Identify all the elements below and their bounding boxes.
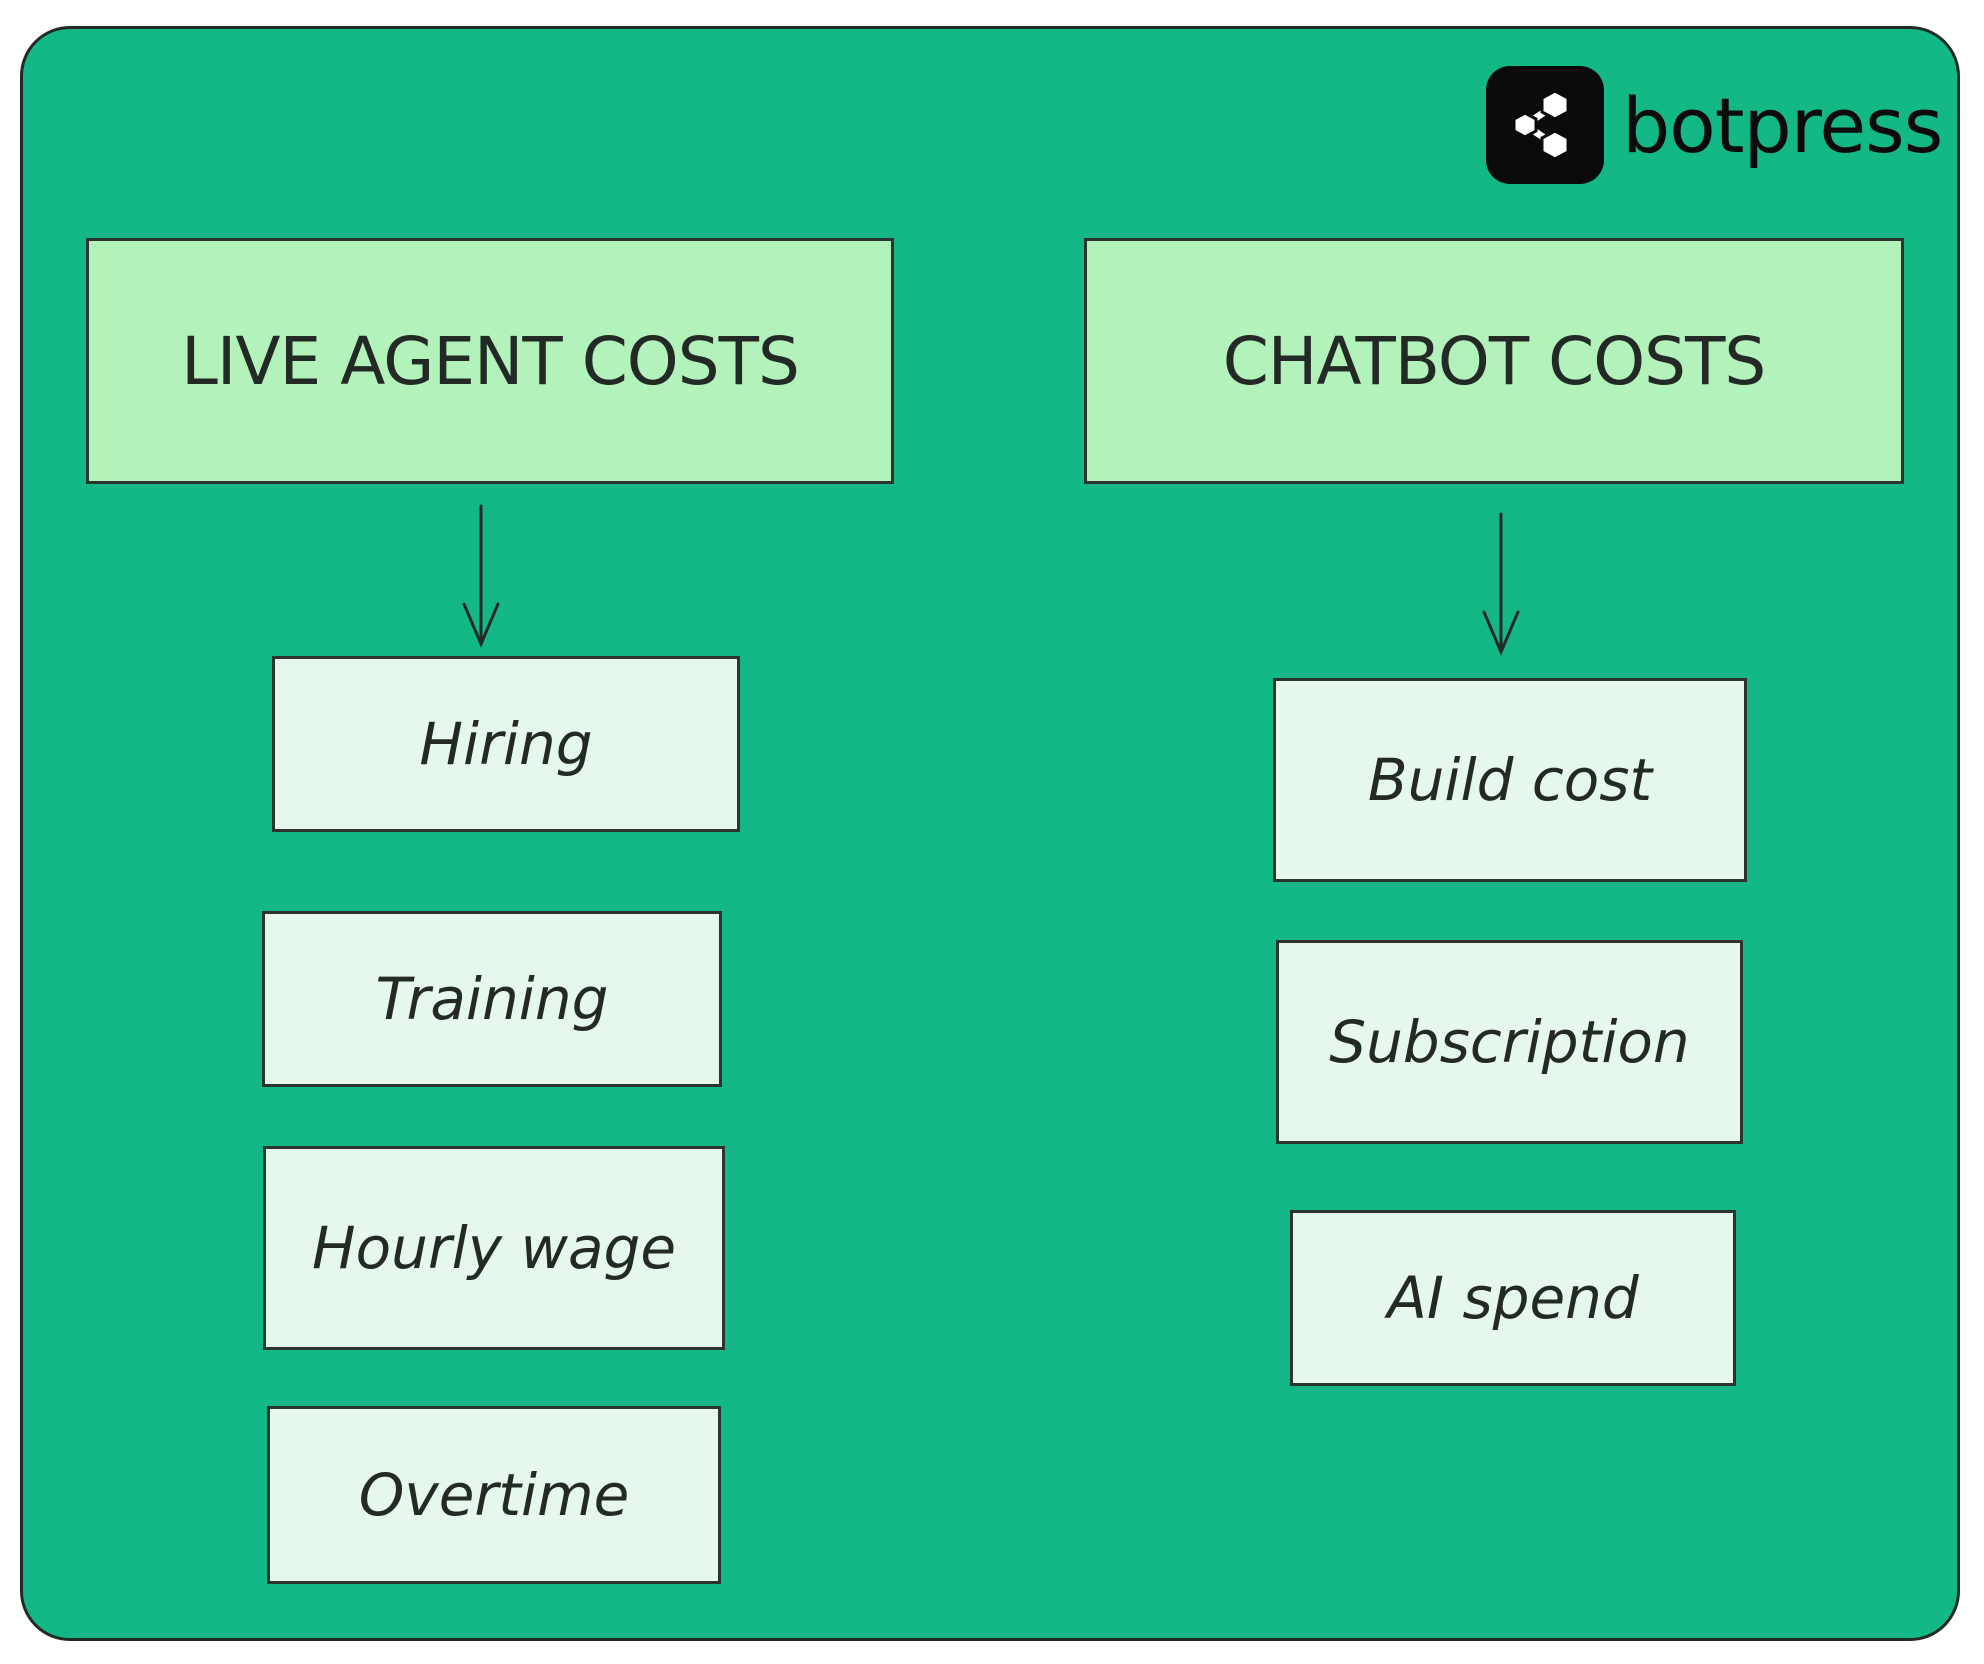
chatbot-costs-header: CHATBOT COSTS xyxy=(1084,238,1904,484)
item-build-cost: Build cost xyxy=(1273,678,1747,882)
item-ai-spend: AI spend xyxy=(1290,1210,1736,1386)
live-agent-costs-header: LIVE AGENT COSTS xyxy=(86,238,894,484)
item-training: Training xyxy=(262,911,722,1087)
brand-logo: botpress xyxy=(1486,66,1943,184)
botpress-logo-icon xyxy=(1486,66,1604,184)
item-hiring: Hiring xyxy=(272,656,740,832)
arrow-chatbot xyxy=(1482,512,1520,656)
arrow-live-agent xyxy=(462,504,500,648)
item-overtime: Overtime xyxy=(267,1406,721,1584)
item-hourly-wage: Hourly wage xyxy=(263,1146,725,1350)
item-subscription: Subscription xyxy=(1276,940,1743,1144)
brand-name: botpress xyxy=(1622,80,1943,170)
